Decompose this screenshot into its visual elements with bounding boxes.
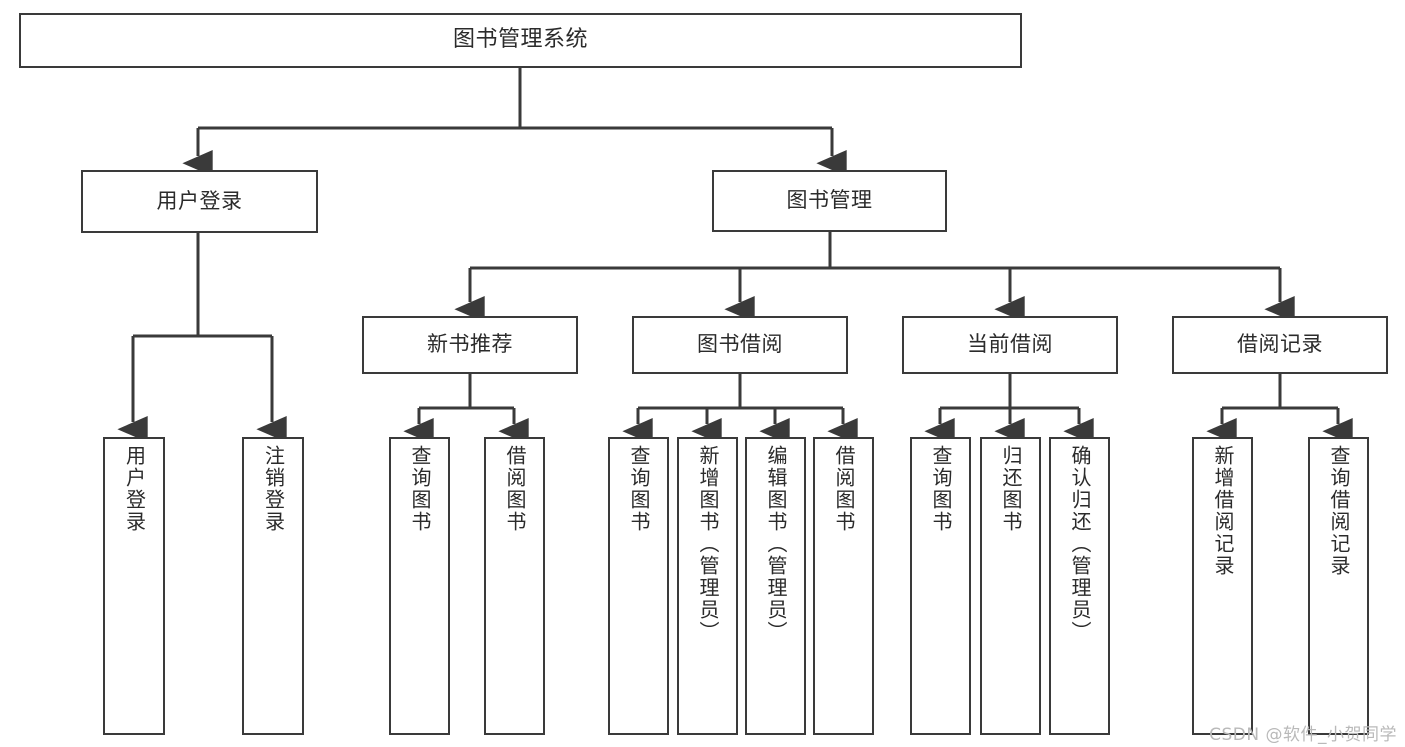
node-label: 图书管理系统 xyxy=(452,27,588,53)
node-label: 注销登录 xyxy=(261,445,286,533)
node-book-management[interactable]: 图书管理 xyxy=(712,170,947,232)
node-user-login[interactable]: 用户登录 xyxy=(81,170,318,233)
node-label: 当前借阅 xyxy=(967,332,1053,357)
node-label: 用户登录 xyxy=(156,188,243,213)
node-label: 用户登录 xyxy=(122,445,147,533)
node-label: 新增借阅记录 xyxy=(1211,445,1235,577)
node-label: 查询图书 xyxy=(627,445,651,533)
leaf-record-query-record[interactable]: 查询借阅记录 xyxy=(1308,437,1369,735)
node-label: 查询图书 xyxy=(408,445,432,533)
leaf-current-return-book[interactable]: 归还图书 xyxy=(980,437,1041,735)
node-label: 借阅记录 xyxy=(1237,332,1323,357)
node-book-borrow[interactable]: 图书借阅 xyxy=(632,316,848,374)
leaf-recommend-borrow-book[interactable]: 借阅图书 xyxy=(484,437,545,735)
node-label: 借阅图书 xyxy=(503,445,527,533)
node-label: 借阅图书 xyxy=(832,445,856,533)
node-label: 查询借阅记录 xyxy=(1327,445,1351,577)
node-label: 确认归还（管理员） xyxy=(1068,445,1092,643)
leaf-borrow-query-book[interactable]: 查询图书 xyxy=(608,437,669,735)
node-label: 图书管理 xyxy=(786,188,873,213)
node-current-borrow[interactable]: 当前借阅 xyxy=(902,316,1118,374)
node-label: 归还图书 xyxy=(999,445,1023,533)
leaf-borrow-edit-book-admin[interactable]: 编辑图书（管理员） xyxy=(745,437,806,735)
leaf-borrow-add-book-admin[interactable]: 新增图书（管理员） xyxy=(677,437,738,735)
node-label: 编辑图书（管理员） xyxy=(764,445,788,643)
leaf-borrow-borrow-book[interactable]: 借阅图书 xyxy=(813,437,874,735)
node-borrow-record[interactable]: 借阅记录 xyxy=(1172,316,1388,374)
node-label: 新书推荐 xyxy=(427,332,513,357)
node-label: 查询图书 xyxy=(929,445,953,533)
node-new-book-recommend[interactable]: 新书推荐 xyxy=(362,316,578,374)
leaf-record-add-record[interactable]: 新增借阅记录 xyxy=(1192,437,1253,735)
watermark-text: CSDN @软件_小贺同学 xyxy=(1209,725,1397,745)
node-root-system[interactable]: 图书管理系统 xyxy=(19,13,1022,68)
leaf-user-login-logout[interactable]: 注销登录 xyxy=(242,437,304,735)
leaf-recommend-query-book[interactable]: 查询图书 xyxy=(389,437,450,735)
leaf-user-login-login[interactable]: 用户登录 xyxy=(103,437,165,735)
node-label: 图书借阅 xyxy=(697,332,783,357)
node-label: 新增图书（管理员） xyxy=(696,445,720,643)
leaf-current-confirm-return-admin[interactable]: 确认归还（管理员） xyxy=(1049,437,1110,735)
leaf-current-query-book[interactable]: 查询图书 xyxy=(910,437,971,735)
